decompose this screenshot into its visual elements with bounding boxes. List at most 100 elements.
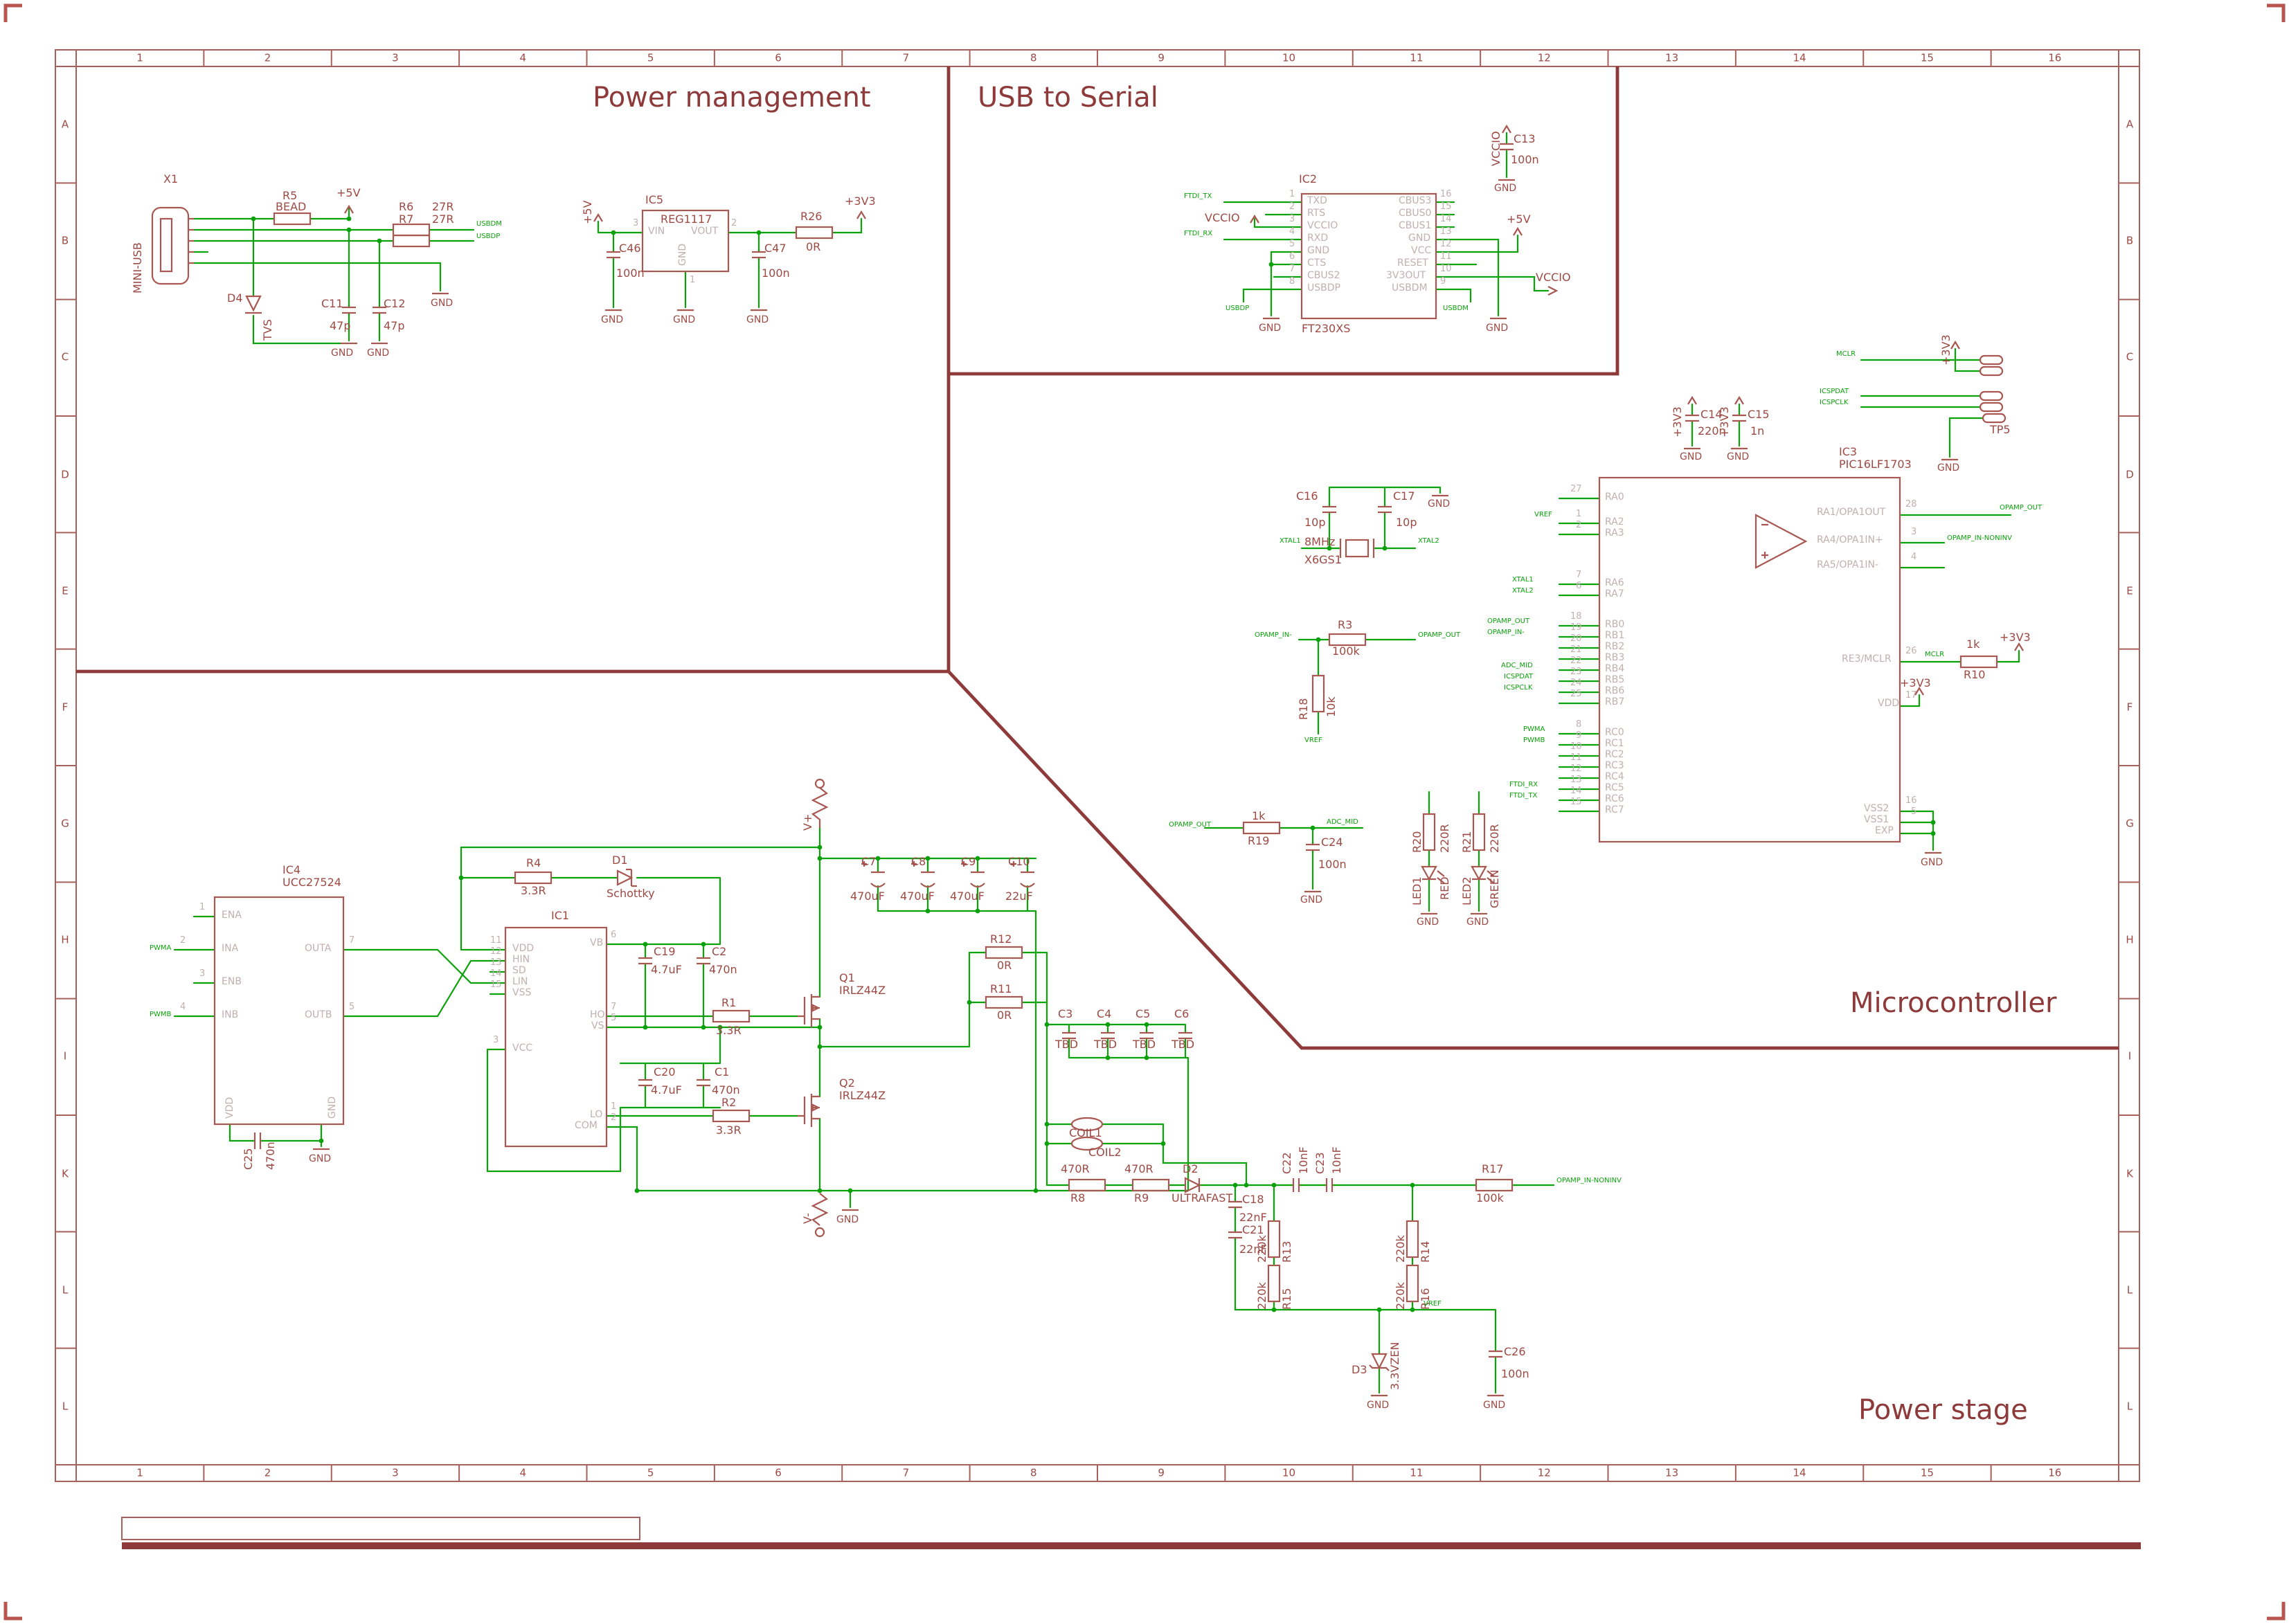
label-gnd: GND: [1367, 1400, 1390, 1411]
frame-row-label-left: K: [62, 1166, 69, 1180]
label-cbus1: CBUS1: [1399, 220, 1432, 231]
frame-col-label-top: 1: [136, 51, 143, 64]
frame-col-label-bottom: 12: [1537, 1466, 1551, 1479]
frame-col-label-bottom: 8: [1030, 1466, 1037, 1479]
testpoint-pad-4: [1979, 402, 2004, 413]
label-sd: SD: [512, 965, 526, 976]
label-gnd: GND: [1727, 451, 1750, 462]
frame-row-label-right: G: [2126, 817, 2134, 830]
label-rb1: RB1: [1605, 630, 1625, 641]
label-irlz44z: IRLZ44Z: [839, 1090, 886, 1102]
label-gnd: GND: [1466, 917, 1489, 928]
label-vin: VIN: [648, 226, 665, 237]
label-bead: BEAD: [276, 201, 307, 213]
diode-d2-ultrafast: [1184, 1177, 1201, 1193]
label-schottky: Schottky: [607, 887, 655, 900]
mosfet-q2: [798, 1094, 820, 1127]
label-c8: C8: [911, 856, 926, 868]
label-enb: ENB: [222, 976, 242, 987]
section-dividers: [76, 66, 2119, 1050]
label-5: 5: [1911, 806, 1917, 817]
label-rc6: RC6: [1605, 793, 1624, 804]
label-ina: INA: [222, 943, 239, 954]
resistor-r11: [985, 995, 1023, 1009]
label-rc1: RC1: [1605, 738, 1624, 749]
label-icspclk: ICSPCLK: [1504, 684, 1533, 692]
label-+3v3: +3V3: [2000, 631, 2031, 644]
resistor-r17: [1475, 1178, 1514, 1192]
coil2-symbol: [1070, 1136, 1104, 1151]
resistor-r18: [1311, 674, 1325, 713]
label-xtal1: XTAL1: [1512, 576, 1534, 584]
label-18: 18: [1570, 611, 1582, 622]
label-ic4: IC4: [282, 864, 301, 876]
ps-junctions: [318, 845, 1415, 1312]
label-10nf: 10nF: [1331, 1146, 1343, 1174]
label-3.3vzen: 3.3VZEN: [1389, 1342, 1401, 1390]
frame-col-label-bottom: 11: [1410, 1466, 1424, 1479]
label-10p: 10p: [1304, 516, 1326, 529]
label-23: 23: [1570, 666, 1582, 677]
frame-row-label-left: F: [62, 701, 69, 714]
frame-row-label-left: C: [61, 351, 69, 364]
label-gnd: GND: [836, 1214, 859, 1225]
frame-row-label-right: K: [2126, 1166, 2133, 1180]
label-9: 9: [1440, 276, 1446, 287]
label-5: 5: [349, 1001, 355, 1012]
label-+3v3: +3V3: [845, 195, 876, 208]
label-gnd: GND: [331, 348, 354, 359]
plus3v3-arrow: [856, 210, 866, 219]
label-tbd: TBD: [1055, 1038, 1079, 1051]
label-adc-mid: ADC_MID: [1501, 662, 1533, 670]
label-c22: C22: [1281, 1152, 1293, 1174]
label-r10: R10: [1964, 669, 1986, 681]
label-3.3r: 3.3R: [521, 885, 546, 897]
frame-col-label-top: 13: [1665, 51, 1679, 64]
label-14: 14: [490, 968, 502, 979]
label-v-: V-: [802, 1213, 814, 1224]
capacitor-c8: [911, 861, 935, 888]
label-470uf: 470uF: [950, 890, 985, 903]
frame-col-label-bottom: 16: [2048, 1466, 2062, 1479]
label-6: 6: [1576, 580, 1582, 591]
label-22nf: 22nF: [1239, 1211, 1267, 1224]
label-ftdi-rx: FTDI_RX: [1184, 230, 1213, 238]
label-c2: C2: [712, 946, 727, 958]
label-rb5: RB5: [1605, 674, 1625, 685]
label-ra3: RA3: [1605, 527, 1624, 539]
label-3.3r: 3.3R: [716, 1124, 742, 1137]
label-2: 2: [180, 935, 186, 946]
label-c25: C25: [242, 1148, 255, 1170]
gnd-symbols: [1263, 179, 1515, 320]
label-c1: C1: [715, 1066, 730, 1079]
testpoint-pad-2: [1979, 366, 2004, 377]
resistor-r15: [1267, 1264, 1281, 1303]
label-vout: VOUT: [691, 226, 719, 237]
label-r17: R17: [1482, 1163, 1504, 1175]
frame-row-label-right: B: [2126, 235, 2134, 247]
label-opamp-in-noninv: OPAMP_IN-NONINV: [1947, 534, 2012, 543]
label-usbdm: USBDM: [1392, 282, 1428, 294]
label-20: 20: [1570, 633, 1582, 644]
resistor-r9: [1131, 1178, 1170, 1192]
diode-d1-schottky: [616, 868, 637, 887]
label-470uf: 470uF: [850, 890, 885, 903]
label-rc4: RC4: [1605, 771, 1624, 782]
capacitors-c46-c47: [607, 251, 766, 259]
label-gnd: GND: [1486, 323, 1509, 334]
frame-col-label-bottom: 9: [1158, 1466, 1165, 1479]
frame-col-label-bottom: 14: [1793, 1466, 1806, 1479]
label-vref: VREF: [1424, 1300, 1442, 1308]
capacitor-c25: [253, 1133, 262, 1149]
label-inb: INB: [222, 1009, 239, 1020]
label-10: 10: [1570, 741, 1582, 752]
label-gnd: GND: [1494, 183, 1517, 194]
label-x6gs1: X6GS1: [1304, 554, 1342, 566]
label-gnd: GND: [1408, 233, 1431, 244]
label-green: GREEN: [1489, 869, 1501, 908]
label-gnd: GND: [1300, 894, 1323, 905]
vccio-arrow-right: [1547, 286, 1559, 296]
label-17: 17: [1905, 689, 1917, 701]
label-r7: R7: [399, 213, 414, 226]
label-c14: C14: [1700, 408, 1723, 421]
